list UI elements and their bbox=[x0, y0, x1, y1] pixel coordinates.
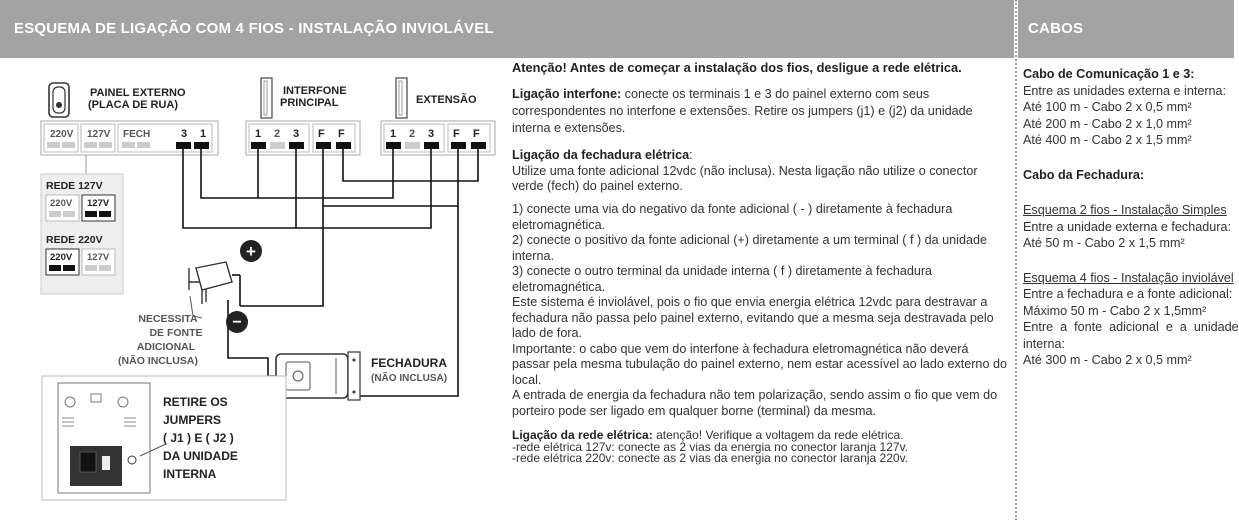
rede-text: atenção! Verifique a voltagem da rede el… bbox=[652, 428, 904, 442]
cabos-title: CABOS bbox=[1028, 20, 1084, 37]
interfone-text: conecte os terminais 1 e 3 do painel ext… bbox=[512, 87, 973, 135]
extensao-label: EXTENSÃO bbox=[416, 93, 477, 106]
necessita-line4: (NÃO INCLUSA) bbox=[118, 354, 198, 367]
retire-line1: RETIRE OS bbox=[163, 395, 228, 409]
attention-text: Atenção! Antes de começar a instalação d… bbox=[512, 60, 962, 75]
extensao-t2: 2 bbox=[409, 128, 415, 140]
painel-externo-label: PAINEL EXTERNO bbox=[90, 87, 186, 99]
retire-line5: INTERNA bbox=[163, 467, 217, 481]
rede-220-line: -rede elétrica 220v: conecte as 2 vias d… bbox=[512, 451, 909, 465]
fechadura-text: Utilize uma fonte adicional 12vdc (não i… bbox=[512, 164, 978, 193]
fechadura-colon: : bbox=[689, 148, 693, 162]
terminal-127v-label: 127V bbox=[87, 129, 111, 140]
esquema-4-fios-title: Esquema 4 fios - Instalação inviolável bbox=[1023, 270, 1234, 285]
cabo-comunicacao-title: Cabo de Comunicação 1 e 3: bbox=[1023, 67, 1195, 81]
rede-127-line: -rede elétrica 127v: conecte as 2 vias d… bbox=[512, 440, 909, 454]
fechadura-sub-label: (NÃO INCLUSA) bbox=[371, 371, 447, 384]
interfone-tf2: F bbox=[338, 128, 345, 140]
extensao-tf1: F bbox=[453, 128, 460, 140]
cabo-com-line: Entre as unidades externa e interna: bbox=[1023, 83, 1227, 98]
rede-220-opt2: 127V bbox=[87, 252, 110, 263]
header-title: ESQUEMA DE LIGAÇÃO COM 4 FIOS - INSTALAÇ… bbox=[14, 20, 494, 37]
esq2-line: Entre a unidade externa e fechadura: bbox=[1023, 219, 1231, 234]
dotted-separator bbox=[1015, 0, 1017, 520]
esq4-line: Até 300 m - Cabo 2 x 0,5 mm² bbox=[1023, 353, 1192, 367]
interfone-t1: 1 bbox=[255, 128, 261, 140]
electric-lock-icon bbox=[275, 351, 361, 401]
step-2: 2) conecte o positivo da fonte adicional… bbox=[512, 233, 987, 263]
step-3: 3) conecte o outro terminal da unidade i… bbox=[512, 264, 933, 294]
rede-220-label: REDE 220V bbox=[46, 234, 103, 246]
extensao-terminal-block: 1 2 3 F F bbox=[380, 120, 496, 156]
retire-line2: JUMPERS bbox=[163, 413, 221, 427]
terminal-3-label: 3 bbox=[181, 128, 187, 140]
principal-label: PRINCIPAL bbox=[280, 97, 339, 109]
rede-127-label: REDE 127V bbox=[46, 180, 103, 192]
necessita-line2: DE FONTE bbox=[149, 327, 202, 339]
paragraph-polarizacao: A entrada de energia da fechadura não te… bbox=[512, 388, 998, 418]
instructions-column: Atenção! Antes de começar a instalação d… bbox=[512, 58, 1008, 520]
esq4-line: Entre a fechadura e a fonte adicional: bbox=[1023, 287, 1233, 301]
interfone-paragraph: Ligação interfone: conecte os terminais … bbox=[512, 86, 1008, 137]
cabo-fechadura-title: Cabo da Fechadura: bbox=[1023, 167, 1145, 182]
rede-title: Ligação da rede elétrica: bbox=[512, 428, 653, 442]
interfone-label: INTERFONE bbox=[283, 85, 347, 97]
jumper-illustration bbox=[41, 375, 287, 501]
plus-icon: + bbox=[240, 240, 262, 262]
rede-127-opt1: 220V bbox=[50, 198, 73, 209]
extensao-icon bbox=[395, 77, 408, 119]
wires bbox=[182, 149, 479, 397]
terminal-1-label: 1 bbox=[200, 128, 206, 140]
extensao-t3: 3 bbox=[428, 128, 434, 140]
rede-220-opt1: 220V bbox=[50, 252, 73, 263]
cabos-column: Cabo de Comunicação 1 e 3: Entre as unid… bbox=[1023, 58, 1239, 520]
power-adapter-icon bbox=[188, 261, 233, 304]
extensao-tf2: F bbox=[473, 128, 480, 140]
esq2-line: Até 50 m - Cabo 2 x 1,5 mm² bbox=[1023, 236, 1185, 250]
terminal-220v-label: 220V bbox=[50, 129, 74, 140]
retire-line3: ( J1 ) E ( J2 ) bbox=[163, 431, 234, 445]
interfone-title: Ligação interfone: bbox=[512, 87, 622, 101]
paragraph-inviolavel: Este sistema é inviolável, pois o fio qu… bbox=[512, 295, 994, 340]
plus-symbol: + bbox=[246, 242, 256, 261]
interfone-terminal-block: 1 2 3 F F bbox=[245, 120, 361, 156]
interfone-t2: 2 bbox=[274, 128, 280, 140]
placa-de-rua-label: (PLACA DE RUA) bbox=[88, 99, 178, 111]
esquema-2-fios-title: Esquema 2 fios - Instalação Simples bbox=[1023, 203, 1227, 217]
esq4-line: interna: bbox=[1023, 336, 1066, 351]
rede-127-opt2: 127V bbox=[87, 198, 110, 209]
minus-icon: − bbox=[226, 311, 248, 333]
fechadura-label: FECHADURA bbox=[371, 356, 447, 370]
cabo-com-line: Até 100 m - Cabo 2 x 0,5 mm² bbox=[1023, 100, 1192, 114]
rede-paragraph: Ligação da rede elétrica: atenção! Verif… bbox=[512, 429, 1008, 442]
interfone-tf1: F bbox=[318, 128, 325, 140]
esq4-line: Máximo 50 m - Cabo 2 x 1,5mm² bbox=[1023, 303, 1207, 318]
painel-terminal-block: 220V 127V FECH 3 1 bbox=[40, 120, 219, 156]
necessita-line1: NECESSITA bbox=[138, 313, 198, 325]
interfone-t3: 3 bbox=[293, 128, 299, 140]
rede-selector: REDE 127V 220V 127V REDE 220V 220V 127V bbox=[40, 155, 124, 295]
necessita-line3: ADICIONAL bbox=[137, 341, 196, 353]
step-1: 1) conecte uma via do negativo da fonte … bbox=[512, 202, 953, 232]
cabo-com-line: Até 200 m - Cabo 2 x 1,0 mm² bbox=[1023, 116, 1192, 131]
esq4-line: Entre a fonte adicional e a unidade bbox=[1023, 320, 1239, 334]
paragraph-importante: Importante: o cabo que vem do interfone … bbox=[512, 341, 1007, 387]
fechadura-heading: Ligação da fechadura elétrica: bbox=[512, 147, 1008, 164]
extensao-t1: 1 bbox=[390, 128, 396, 140]
cabos-header: CABOS bbox=[1018, 0, 1234, 58]
minus-symbol: − bbox=[232, 314, 241, 331]
interfone-icon bbox=[260, 77, 273, 119]
diagram-header: ESQUEMA DE LIGAÇÃO COM 4 FIOS - INSTALAÇ… bbox=[0, 0, 1014, 58]
wiring-diagram: PAINEL EXTERNO (PLACA DE RUA) INTERFONE … bbox=[0, 58, 510, 520]
cabo-com-line: Até 400 m - Cabo 2 x 1,5 mm² bbox=[1023, 133, 1192, 147]
door-panel-icon bbox=[48, 82, 70, 118]
retire-line4: DA UNIDADE bbox=[163, 449, 238, 463]
terminal-fech-label: FECH bbox=[123, 129, 150, 140]
fechadura-title: Ligação da fechadura elétrica bbox=[512, 148, 690, 162]
